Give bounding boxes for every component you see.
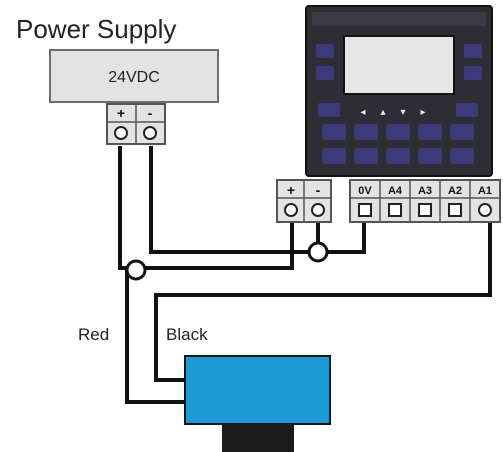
wire-psu-plus [118, 146, 129, 270]
sensor [184, 355, 331, 452]
wire-plus-bridge [143, 220, 294, 270]
controller-top-bezel [312, 12, 486, 26]
keypad-key[interactable] [322, 124, 346, 140]
controller-screen [343, 35, 455, 95]
keypad-key[interactable] [450, 124, 474, 140]
psu-screw-plus [114, 126, 128, 140]
power-supply-title: Power Supply [16, 14, 176, 44]
psu-terminal-minus-label: - [148, 105, 153, 121]
controller-side-key[interactable] [316, 66, 334, 80]
controller-terminal-minus-label: - [316, 182, 321, 198]
psu-screw-minus [143, 126, 157, 140]
arrow-left-icon: ◂ [360, 107, 365, 118]
wire-crossing-hop [307, 241, 329, 263]
keypad-key[interactable] [450, 148, 474, 164]
keypad-key[interactable] [354, 148, 378, 164]
controller-screw-minus [311, 203, 325, 217]
controller-screw-plus [284, 203, 298, 217]
sensor-body [184, 355, 331, 425]
wire-psu-minus [149, 146, 311, 254]
input-screw-a2 [448, 203, 462, 217]
controller-side-key[interactable] [316, 44, 334, 58]
input-label-a1: A1 [478, 185, 492, 197]
keypad-key[interactable] [322, 148, 346, 164]
wire-label-red: Red [78, 325, 109, 344]
keypad-key[interactable] [418, 124, 442, 140]
keypad-key[interactable] [386, 124, 410, 140]
input-label-a4: A4 [388, 185, 403, 197]
input-screw-a4 [388, 203, 402, 217]
controller-side-key[interactable] [464, 44, 482, 58]
controller-key-esc[interactable] [318, 103, 340, 117]
arrow-right-icon: ▸ [420, 107, 425, 118]
wire-group [118, 146, 492, 404]
input-label-a2: A2 [448, 185, 462, 197]
keypad-key[interactable] [386, 148, 410, 164]
power-supply: Power Supply 24VDC + - [16, 14, 219, 145]
arrow-down-icon: ▾ [400, 107, 405, 118]
controller-key-ok[interactable] [456, 103, 478, 117]
keypad-key[interactable] [418, 148, 442, 164]
power-supply-voltage: 24VDC [108, 69, 160, 86]
input-screw-0v [358, 203, 372, 217]
controller-keypad [322, 124, 474, 164]
wire-label-black: Black [166, 325, 208, 344]
controller: ◂ ▴ ▾ ▸ + - 0V [276, 5, 501, 223]
arrow-up-icon: ▴ [380, 107, 385, 118]
input-screw-a3 [418, 203, 432, 217]
input-label-0v: 0V [358, 185, 372, 197]
keypad-key[interactable] [354, 124, 378, 140]
wire-red [125, 266, 187, 404]
controller-side-key[interactable] [464, 66, 482, 80]
power-supply-box [49, 49, 219, 103]
input-screw-a1 [478, 203, 492, 217]
wire-crossing-hop [125, 259, 147, 281]
psu-terminal-plus-label: + [117, 105, 125, 121]
wire-a1 [154, 220, 492, 382]
sensor-base [222, 424, 294, 452]
controller-terminal-plus-label: + [287, 182, 295, 198]
wire-minus-to-ctrl [325, 220, 366, 254]
input-label-a3: A3 [418, 185, 432, 197]
